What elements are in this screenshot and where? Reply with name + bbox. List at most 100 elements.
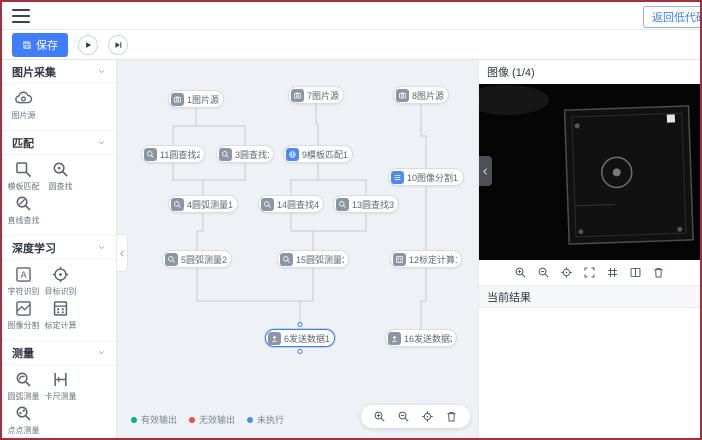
zoom-out-icon[interactable] [397,410,410,423]
section-header-acquisition[interactable]: 图片采集 [2,60,116,84]
flow-edges [117,60,478,438]
section-header-deep-learning[interactable]: 深度学习 [2,236,116,260]
tool-caliper-measure[interactable]: 卡尺测量 [43,370,78,402]
calculator-icon [51,299,70,318]
tool-arc-measure[interactable]: 圆弧测量 [6,370,41,402]
node-label: 16发送数据2 [404,332,452,345]
reset-view-icon[interactable] [421,410,434,423]
section-title: 图片采集 [12,64,56,80]
node-label: 9模板匹配1 [302,148,348,161]
search-icon [336,198,349,211]
node-label: 11圆查找2 [160,148,200,161]
section-title: 匹配 [12,135,34,151]
previous-image-button[interactable] [479,156,492,186]
node-circle-find-3[interactable]: 13圆查找3 [333,195,399,213]
node-send-data-1[interactable]: 6发送数据1 [265,329,335,347]
node-label: 7图片源2 [307,89,339,102]
section-items: 图片源 [2,84,116,131]
save-button[interactable]: 保存 [12,33,68,57]
run-button[interactable] [78,35,98,55]
node-image-source-1[interactable]: 1图片源1 [168,90,224,108]
tool-line-find[interactable]: 直线查找 [6,194,41,226]
node-image-source-3[interactable]: 8图片源3 [393,86,449,104]
send-icon [388,332,401,345]
section-title: 测量 [12,345,34,361]
search-icon [280,253,293,266]
section-header-matching[interactable]: 匹配 [2,131,116,155]
node-circle-find-4[interactable]: 14圆查找4 [258,195,324,213]
search-icon [171,198,184,211]
section-header-measure[interactable]: 测量 [2,341,116,365]
tool-point-measure[interactable]: 点点测量 [6,404,41,436]
node-label: 5圆弧测量2 [181,253,227,266]
tool-label: 字符识别 [8,286,40,297]
search-icon [144,148,157,161]
arc-measure-icon [14,370,33,389]
sidebar-collapse-handle[interactable] [117,234,128,272]
status-legend: 有效输出 无效输出 未执行 [131,413,284,426]
tool-image-source[interactable]: 图片源 [6,89,41,121]
locate-icon[interactable] [560,266,573,279]
step-run-button[interactable] [108,35,128,55]
chevron-down-icon [97,348,106,357]
red-dot-icon [189,417,195,423]
tool-label: 圆查找 [49,181,73,192]
image-panel-title: 图像 (1/4) [479,60,700,84]
tool-template-match[interactable]: 模板匹配 [6,160,41,192]
image-viewer[interactable] [479,84,700,260]
compare-icon[interactable] [629,266,642,279]
fullscreen-icon[interactable] [583,266,596,279]
legend-valid-output: 有效输出 [131,413,177,426]
tool-sidebar: 图片采集 图片源 匹配 模板匹配 圆查找 [2,60,117,438]
node-image-segment-1[interactable]: 10图像分割1 [388,168,464,186]
legend-not-executed: 未执行 [247,413,284,426]
clear-canvas-icon[interactable] [445,410,458,423]
tool-label: 卡尺测量 [45,391,77,402]
image-toolbar [479,260,700,286]
zoom-in-icon[interactable] [373,410,386,423]
tool-circle-find[interactable]: 圆查找 [43,160,78,192]
globe-icon [286,148,299,161]
tool-char-recognition[interactable]: 字符识别 [6,265,41,297]
node-label: 3圆查找1 [235,148,269,161]
zoom-in-icon[interactable] [514,266,527,279]
camera-icon [396,89,409,102]
tool-label: 直线查找 [8,215,40,226]
node-template-match-1[interactable]: 9模板匹配1 [283,145,353,163]
node-send-data-2[interactable]: 16发送数据2 [385,329,457,347]
connection-handle[interactable] [298,349,303,354]
node-label: 12标定计算1 [409,253,457,266]
step-icon [113,40,123,50]
section-items: 模板匹配 圆查找 直线查找 [2,155,116,236]
current-results-body [479,308,700,438]
tool-calibration-calc[interactable]: 标定计算 [43,299,78,331]
zoom-out-icon[interactable] [537,266,550,279]
section-title: 深度学习 [12,240,56,256]
node-label: 8图片源3 [412,89,444,102]
node-calibration-calc-1[interactable]: 12标定计算1 [390,250,462,268]
node-arc-measure-1[interactable]: 4圆弧测量1 [168,195,238,213]
node-circle-find-1[interactable]: 3圆查找1 [216,145,274,163]
green-dot-icon [131,417,137,423]
delete-image-icon[interactable] [652,266,665,279]
list-icon [391,171,404,184]
node-arc-measure-3[interactable]: 15圆弧测量3 [277,250,349,268]
node-label: 10图像分割1 [407,171,458,184]
return-lowcode-button[interactable]: 返回低代码 [643,6,702,28]
menu-icon[interactable] [12,9,30,23]
node-arc-measure-2[interactable]: 5圆弧测量2 [162,250,232,268]
tool-target-detect[interactable]: 目标识别 [43,265,78,297]
connection-handle[interactable] [298,322,303,327]
flow-canvas[interactable]: 1图片源1 7图片源2 8图片源3 11圆查找2 3圆查找1 9模板匹配1 10… [117,60,478,438]
grid-icon[interactable] [606,266,619,279]
save-label: 保存 [36,37,58,53]
current-results-header: 当前结果 [479,286,700,308]
tool-image-segment[interactable]: 图像分割 [6,299,41,331]
node-label: 14圆查找4 [277,198,319,211]
template-match-icon [14,160,33,179]
search-icon [219,148,232,161]
tool-label: 模板匹配 [8,181,40,192]
node-image-source-2[interactable]: 7图片源2 [288,86,344,104]
node-circle-find-2[interactable]: 11圆查找2 [141,145,205,163]
